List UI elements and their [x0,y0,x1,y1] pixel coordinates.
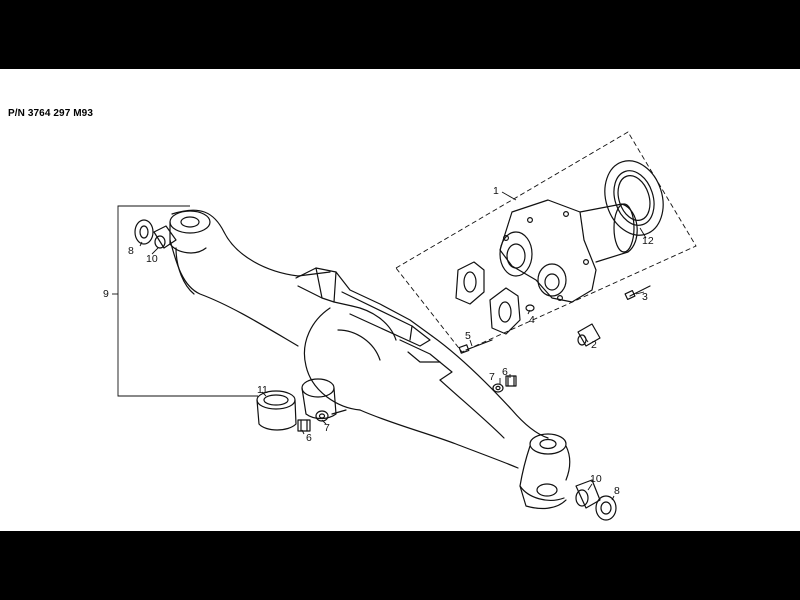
bearing-cap-lower [489,287,521,335]
callout-1: 1 [493,185,499,197]
callout-11: 11 [257,384,268,396]
part-number-label: P/N 3764 297 M93 [8,108,93,119]
callout-6-right: 6 [502,366,508,378]
hub-carrier-assembly [499,199,638,303]
bolt-3 [624,285,651,301]
bushing-10-left [153,225,177,249]
bushing-10-right [575,479,601,509]
exploded-axle-drawing [112,131,697,521]
dashed-assembly-box [395,131,697,353]
plug-6-left [297,419,311,432]
callout-6-left: 6 [306,432,312,444]
callout-10-right: 10 [590,473,602,485]
callout-5: 5 [465,330,471,342]
washer-7-left [315,410,329,422]
callout-7-right: 7 [489,371,495,383]
parts-diagram-sheet: P/N 3764 297 M93 [0,69,800,531]
callout-2: 2 [591,339,597,351]
seal-8-right [595,495,617,521]
bracket-9 [117,205,258,397]
callout-3: 3 [642,291,648,303]
bushing-11 [256,390,297,431]
callout-12: 12 [642,235,654,247]
callout-8-left: 8 [128,245,134,257]
bushing-2 [577,323,601,347]
callout-9: 9 [103,288,109,300]
callout-7-left: 7 [324,422,330,434]
callout-4: 4 [529,314,535,326]
axle-housing [169,209,571,510]
callout-8-right: 8 [614,485,620,497]
washer-7-right [492,383,504,393]
callout-10-left: 10 [146,253,158,265]
bearing-cap-upper [455,261,485,305]
plug-6-right [505,375,517,387]
seal-8-left [134,219,154,245]
seal-ring-12 [604,160,664,236]
